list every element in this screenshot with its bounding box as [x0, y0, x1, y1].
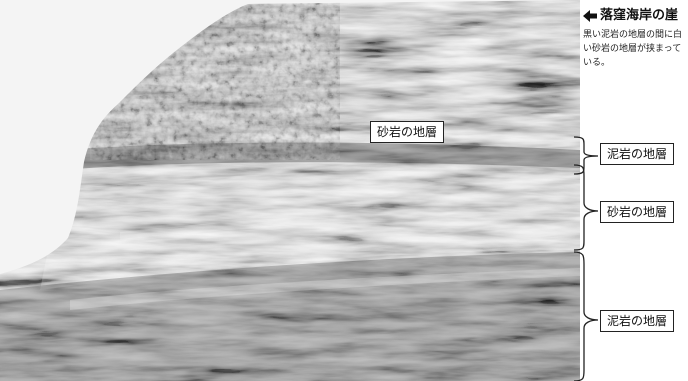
arrow-left-icon: [583, 10, 597, 22]
caption: 落窪海岸の崖 黒い泥岩の地層の間に白い砂岩の地層が挟まっている。: [583, 8, 687, 70]
photo-label-sandstone: 砂岩の地層: [370, 121, 445, 143]
caption-description: 黒い泥岩の地層の間に白い砂岩の地層が挟まっている。: [583, 30, 683, 68]
side-label-mudstone-upper: 泥岩の地層: [600, 143, 675, 165]
caption-title: 落窪海岸の崖: [600, 8, 679, 23]
bracket-sandstone-middle: [573, 164, 599, 251]
side-label-mudstone-lower: 泥岩の地層: [600, 310, 675, 332]
bracket-mudstone-upper: [573, 136, 599, 175]
stratum-brackets: [573, 136, 599, 381]
bracket-mudstone-lower: [573, 251, 599, 381]
cliff-photo: [0, 0, 580, 381]
side-label-sandstone-middle: 砂岩の地層: [600, 201, 675, 223]
caption-title-row: 落窪海岸の崖: [583, 8, 687, 24]
